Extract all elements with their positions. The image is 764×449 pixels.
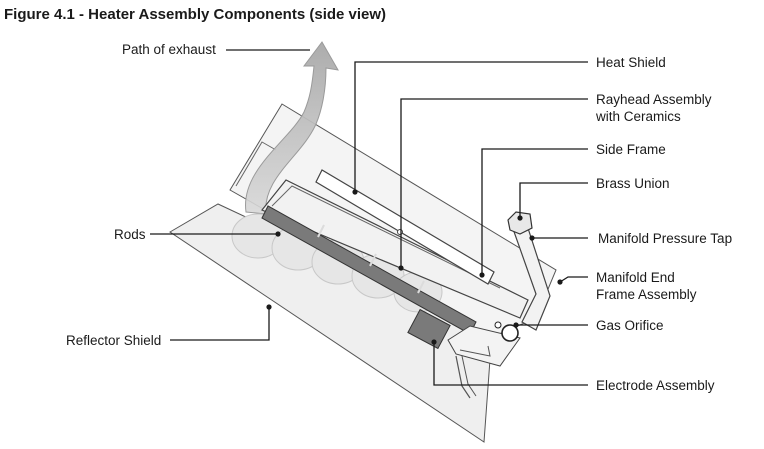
leader-dots (266, 189, 563, 345)
heat-shield-strip (315, 169, 495, 285)
side-frame-body (261, 179, 529, 319)
label-rods: Rods (114, 227, 146, 242)
label-path-of-exhaust: Path of exhaust (122, 42, 216, 57)
label-rayhead-line2: with Ceramics (596, 109, 681, 124)
rods (261, 205, 477, 335)
label-manifold-pressure-tap: Manifold Pressure Tap (598, 231, 733, 246)
label-manifold-end-line2: Frame Assembly (596, 287, 697, 302)
gas-orifice (501, 324, 519, 342)
label-brass-union: Brass Union (596, 176, 670, 191)
label-heat-shield: Heat Shield (596, 55, 666, 70)
label-rayhead-line1: Rayhead Assembly (596, 92, 712, 107)
label-manifold-end-line1: Manifold End (596, 270, 675, 285)
label-gas-orifice: Gas Orifice (596, 318, 664, 333)
label-reflector-shield: Reflector Shield (66, 333, 162, 348)
leader-lines (150, 49, 588, 386)
label-side-frame: Side Frame (596, 142, 666, 157)
brass-union (507, 211, 533, 235)
label-electrode-assembly: Electrode Assembly (596, 378, 715, 393)
exhaust-path-arrow (245, 41, 339, 215)
electrode-block (407, 308, 451, 350)
figure-title: Figure 4.1 - Heater Assembly Components … (4, 6, 387, 23)
